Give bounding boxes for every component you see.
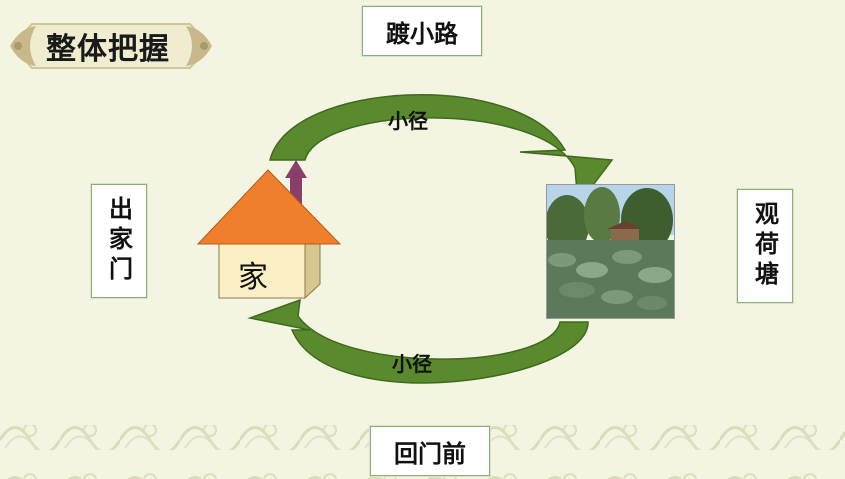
banner-ornament-icon	[10, 23, 212, 69]
house-icon	[196, 169, 342, 300]
bottom-label: 回门前	[370, 426, 490, 476]
title-banner	[6, 18, 216, 74]
top-arrow-icon	[269, 94, 614, 208]
left-label: 出家门	[91, 184, 147, 298]
bottom-arrow-icon	[247, 298, 589, 384]
top-path-label: 小径	[388, 109, 428, 133]
right-label: 观荷塘	[737, 189, 793, 303]
lotus-pond-image-icon	[545, 185, 674, 318]
lotus-pond-photo	[545, 184, 675, 319]
page-title: 整体把握	[46, 32, 170, 67]
house-label: 家	[238, 260, 268, 295]
bottom-path-label: 小径	[392, 352, 432, 376]
top-label: 踱小路	[362, 6, 482, 56]
